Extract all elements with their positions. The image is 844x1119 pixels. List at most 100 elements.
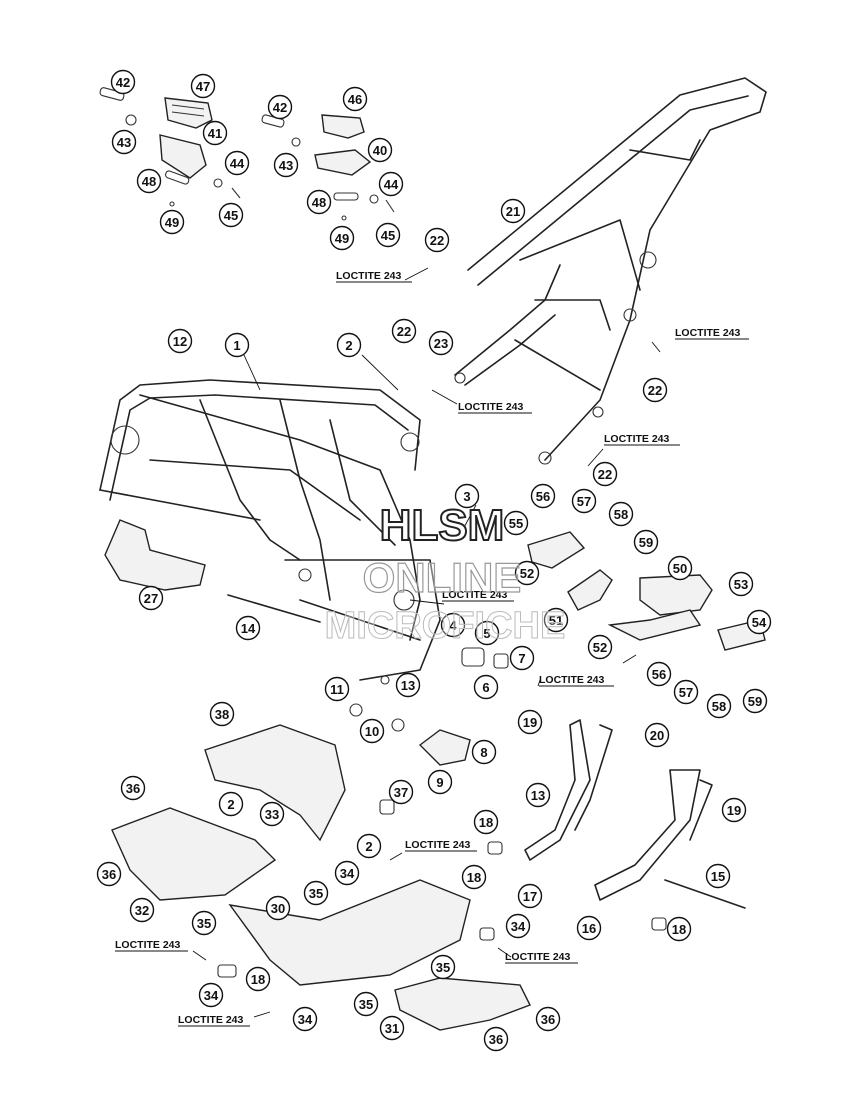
callout-circle [454, 483, 480, 509]
callout-number: 35 [359, 997, 373, 1012]
callout-37: 37 [388, 779, 414, 805]
callout-circle [110, 69, 136, 95]
callout-32: 32 [129, 897, 155, 923]
callout-circle [525, 782, 551, 808]
callout-34: 34 [505, 913, 531, 939]
callout-circle [306, 189, 332, 215]
callout-number: 48 [312, 195, 326, 210]
callout-23: 23 [428, 330, 454, 356]
callout-42: 42 [267, 94, 293, 120]
callout-number: 41 [208, 126, 222, 141]
callout-55: 55 [503, 510, 529, 536]
callout-number: 18 [251, 972, 265, 987]
callout-circle [96, 861, 122, 887]
callout-number: 6 [482, 680, 489, 695]
callout-circle [509, 645, 535, 671]
callout-number: 59 [639, 535, 653, 550]
callout-circle [359, 718, 385, 744]
callout-circle [608, 501, 634, 527]
callout-3: 3 [454, 483, 480, 509]
callout-circle [530, 483, 556, 509]
callout-number: 43 [279, 158, 293, 173]
callout-51: 51 [543, 607, 569, 633]
callout-number: 11 [330, 682, 344, 697]
callout-number: 42 [273, 100, 287, 115]
bolt-14 [227, 594, 321, 623]
callout-16: 16 [576, 915, 602, 941]
callout-circle [273, 152, 299, 178]
callout-27: 27 [138, 585, 164, 611]
callout-circle [324, 676, 350, 702]
skid-plate-30 [228, 879, 471, 986]
part-drawings [99, 77, 767, 1031]
part-8 [418, 729, 471, 766]
callout-36: 36 [120, 775, 146, 801]
callout-circle [633, 529, 659, 555]
callout-number: 14 [241, 621, 256, 636]
callout-number: 59 [748, 694, 762, 709]
callout-circle [395, 672, 421, 698]
callout-54: 54 [746, 609, 772, 635]
callout-12: 12 [167, 328, 193, 354]
callout-circle [379, 1015, 405, 1041]
callout-circle [673, 679, 699, 705]
callout-number: 15 [711, 869, 725, 884]
loctite-label: LOCTITE 243 [442, 589, 508, 601]
callout-31: 31 [379, 1015, 405, 1041]
callout-number: 49 [165, 215, 179, 230]
callout-number: 46 [348, 92, 362, 107]
callout-2: 2 [336, 332, 362, 358]
loctite-label: LOCTITE 243 [336, 270, 402, 282]
loctite-label: LOCTITE 243 [505, 951, 571, 963]
callout-19: 19 [721, 797, 747, 823]
loctite-label: LOCTITE 243 [178, 1014, 244, 1026]
callout-40: 40 [367, 137, 393, 163]
callout-number: 51 [549, 613, 563, 628]
callout-number: 36 [541, 1012, 555, 1027]
callout-number: 19 [523, 715, 537, 730]
callout-circle [576, 915, 602, 941]
callout-50: 50 [667, 555, 693, 581]
callout-45: 45 [375, 222, 401, 248]
callout-18: 18 [473, 809, 499, 835]
callout-35: 35 [191, 910, 217, 936]
callout-47: 47 [190, 73, 216, 99]
callout-circle [202, 120, 228, 146]
callout-circle [167, 328, 193, 354]
callout-number: 40 [373, 143, 387, 158]
callout-circle [746, 609, 772, 635]
callout-52: 52 [587, 634, 613, 660]
callout-number: 45 [381, 228, 395, 243]
callout-43: 43 [273, 152, 299, 178]
callout-41: 41 [202, 120, 228, 146]
callout-circle [111, 129, 137, 155]
callout-5: 5 [474, 620, 500, 646]
callout-18: 18 [666, 916, 692, 942]
callout-circle [517, 709, 543, 735]
callout-14: 14 [235, 615, 261, 641]
callout-57: 57 [673, 679, 699, 705]
callout-circle [267, 94, 293, 120]
callout-circle [265, 895, 291, 921]
callout-35: 35 [430, 954, 456, 980]
callout-circle [198, 982, 224, 1008]
callout-number: 20 [650, 728, 664, 743]
callout-circle [292, 1006, 318, 1032]
callout-circle [721, 797, 747, 823]
callout-circle [706, 693, 732, 719]
callout-circle [535, 1006, 561, 1032]
callout-number: 8 [480, 745, 487, 760]
callout-53: 53 [728, 571, 754, 597]
callout-circle [334, 860, 360, 886]
callout-number: 44 [384, 177, 399, 192]
callout-22: 22 [424, 227, 450, 253]
callout-number: 2 [345, 338, 352, 353]
callout-number: 58 [614, 507, 628, 522]
loctite-label: LOCTITE 243 [539, 674, 605, 686]
callout-38: 38 [209, 701, 235, 727]
callout-circle [471, 739, 497, 765]
callout-36: 36 [535, 1006, 561, 1032]
callout-circle [224, 332, 250, 358]
